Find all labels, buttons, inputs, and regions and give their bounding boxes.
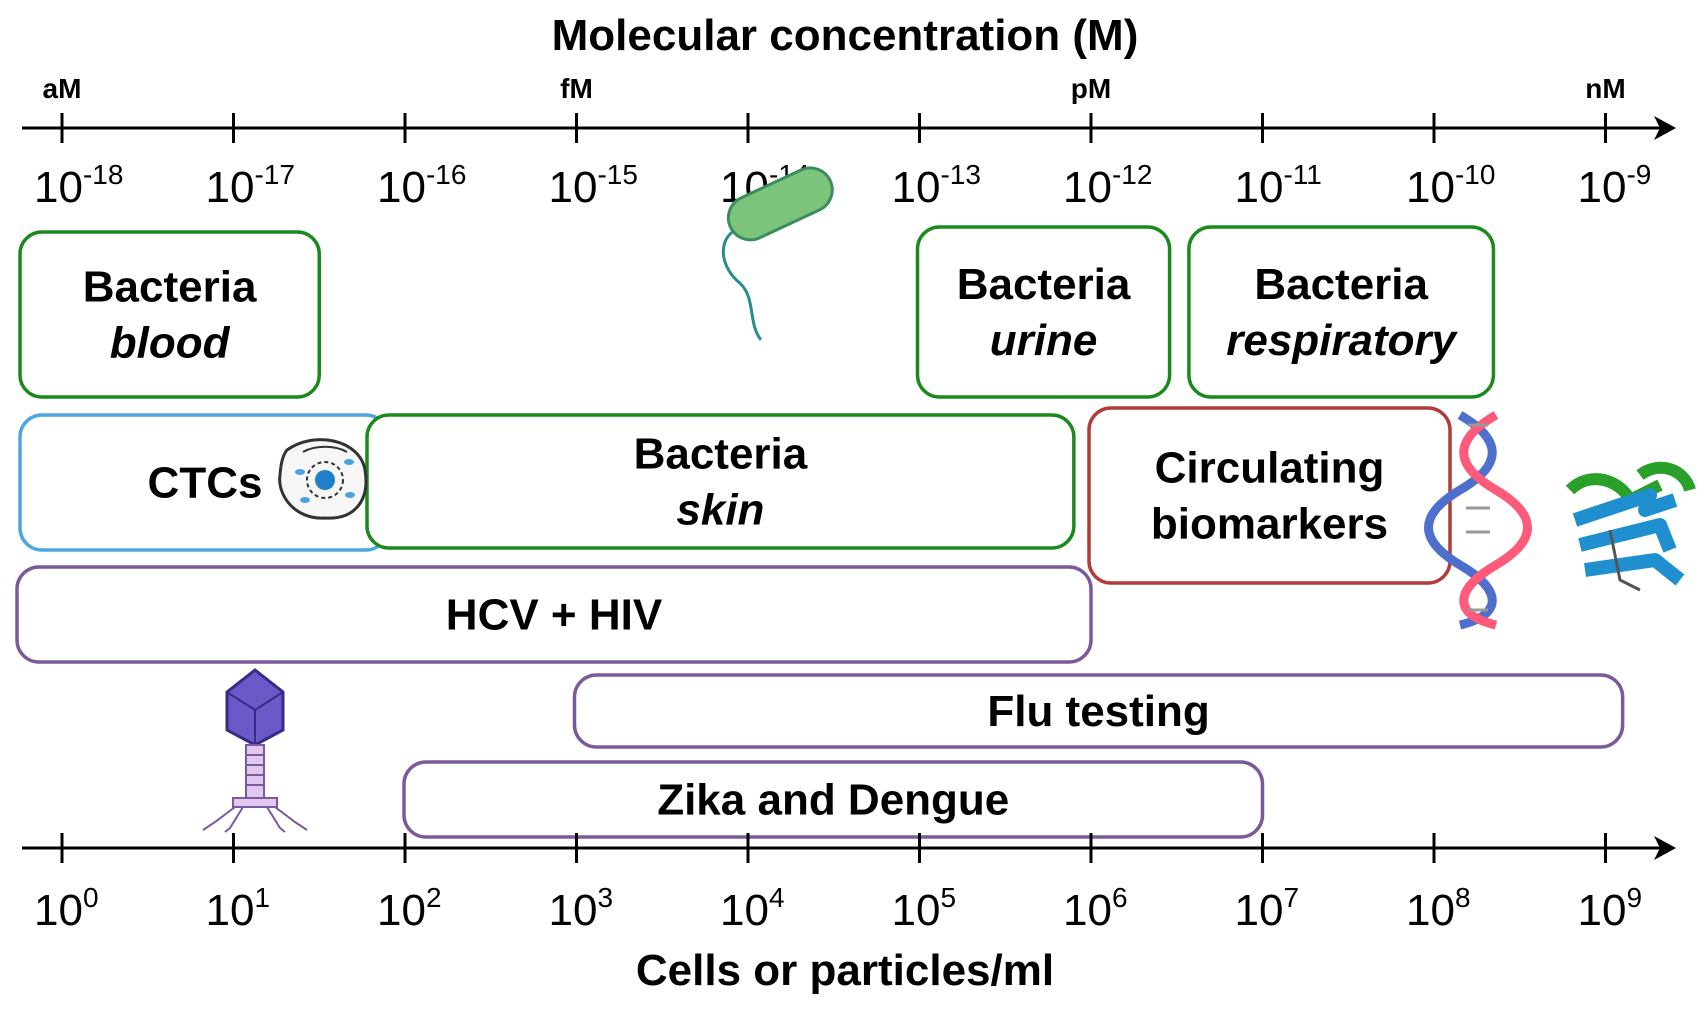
top-axis-title: Molecular concentration (M): [552, 11, 1139, 60]
bacteria-blood-label-1: blood: [110, 319, 231, 368]
bottom-axis-tick-label: 101: [206, 882, 271, 935]
bottom-axis-tick-label: 107: [1235, 882, 1300, 935]
zika-dengue-range: Zika and Dengue: [402, 760, 1265, 839]
bacteria-urine-label-0: Bacteria: [957, 260, 1131, 309]
bacteriophage-icon: [202, 668, 308, 833]
bacteria-respiratory-box: [1187, 225, 1496, 399]
bottom-axis-tick-label: 103: [549, 882, 614, 935]
bacteria-blood-label-0: Bacteria: [83, 263, 257, 312]
bottom-axis-tick-label: 105: [892, 882, 957, 935]
bottom-axis-tick-label: 102: [377, 882, 442, 935]
cell-icon: [278, 438, 368, 520]
circulating-biomarkers-label-1: biomarkers: [1151, 500, 1388, 549]
bacteria-respiratory-label-0: Bacteria: [1254, 260, 1428, 309]
top-axis-tick-label: 10-10: [1406, 159, 1495, 212]
dna-icon: [1424, 411, 1532, 630]
bottom-axis-tick-label: 106: [1063, 882, 1128, 935]
bottom-axis-tick-label: 109: [1578, 882, 1643, 935]
bacteria-urine-range: Bacteria urine: [915, 225, 1172, 399]
bacteria-urine-label-1: urine: [990, 316, 1098, 365]
bacteria-respiratory-range: Bacteria respiratory: [1187, 225, 1496, 399]
flu-testing-label-0: Flu testing: [987, 687, 1209, 736]
top-axis-tick-labels: 10-1810-1710-1610-1510-1410-1310-1210-11…: [34, 159, 1651, 212]
bacteria-skin-label-1: skin: [676, 486, 764, 535]
bacteria-respiratory-label-1: respiratory: [1226, 316, 1458, 365]
bacteria-skin-range: Bacteria skin: [365, 413, 1076, 550]
ctcs-label-0: CTCs: [148, 459, 263, 508]
bottom-axis-tick-label: 108: [1406, 882, 1471, 935]
top-axis-unit-labels: aM fM pM nM: [43, 73, 1626, 104]
circulating-biomarkers-label-0: Circulating: [1155, 444, 1385, 493]
top-axis-tick-label: 10-18: [34, 159, 123, 212]
bacterium-icon: [721, 166, 834, 341]
hcv-hiv-range: HCV + HIV: [15, 565, 1093, 664]
detection-ranges: BacteriabloodBacteriaurineBacteriarespir…: [15, 225, 1625, 839]
hcv-hiv-box: [15, 565, 1093, 664]
top-axis-tick-label: 10-15: [549, 159, 638, 212]
top-axis: Molecular concentration (M) aM fM pM nM 10-…: [22, 11, 1676, 212]
unit-label-fM: fM: [560, 73, 593, 104]
protein-icon: [1565, 461, 1696, 592]
circulating-biomarkers-box: [1087, 406, 1452, 585]
bacteria-blood-range: Bacteria blood: [18, 230, 321, 399]
circulating-biomarkers-range: Circulating biomarkers: [1087, 406, 1452, 585]
bottom-axis: 100 101 102 103 104 105 106 107 108 109 Cells or …: [22, 833, 1676, 995]
unit-label-aM: aM: [43, 73, 82, 104]
flu-testing-range: Flu testing: [572, 673, 1625, 749]
bottom-axis-tick-label: 104: [720, 882, 785, 935]
zika-dengue-label-0: Zika and Dengue: [657, 776, 1009, 825]
top-axis-tick-label: 10-12: [1063, 159, 1152, 212]
top-axis-tick-label: 10-9: [1578, 159, 1652, 212]
top-axis-tick-label: 10-13: [892, 159, 981, 212]
top-axis-ticks: [60, 113, 1607, 143]
bacteria-urine-box: [915, 225, 1172, 399]
bottom-axis-tick-labels: 100 101 102 103 104 105 106 107 108 109: [34, 882, 1642, 935]
bottom-axis-tick-label: 100: [34, 882, 99, 935]
bottom-axis-ticks: [60, 833, 1607, 863]
top-axis-tick-label: 10-11: [1235, 159, 1322, 212]
bottom-axis-title: Cells or particles/ml: [636, 946, 1054, 995]
unit-label-nM: nM: [1585, 73, 1625, 104]
top-axis-tick-label: 10-17: [206, 159, 295, 212]
bacteria-skin-label-0: Bacteria: [634, 430, 808, 479]
top-axis-arrowhead: [1654, 116, 1676, 140]
bacteria-blood-box: [18, 230, 321, 399]
top-axis-tick-label: 10-16: [377, 159, 466, 212]
zika-dengue-box: [402, 760, 1265, 839]
hcv-hiv-label-0: HCV + HIV: [446, 591, 663, 640]
flu-testing-box: [572, 673, 1625, 749]
unit-label-pM: pM: [1071, 73, 1111, 104]
bottom-axis-arrowhead: [1654, 836, 1676, 860]
